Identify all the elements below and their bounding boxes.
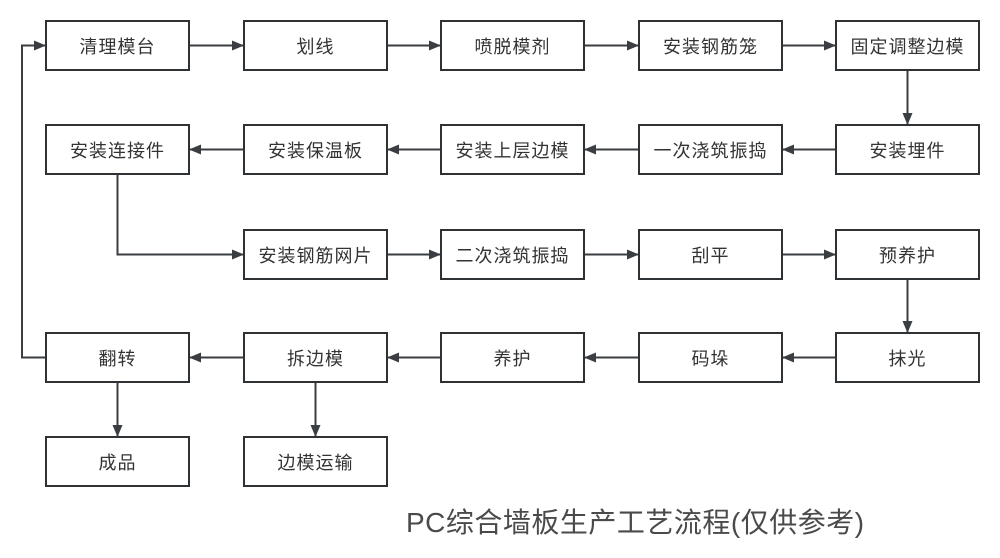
edge-install-connectors-to-install-rebar-mesh [116, 175, 244, 260]
node-install-rebar-cage: 安装钢筋笼 [638, 20, 783, 71]
node-first-pour-vibrate: 一次浇筑振捣 [638, 124, 783, 175]
node-install-embedded-parts: 安装埋件 [835, 124, 980, 175]
node-remove-side-mold: 拆边模 [243, 332, 388, 383]
node-install-connectors: 安装连接件 [45, 124, 190, 175]
node-install-insulation-board: 安装保温板 [243, 124, 388, 175]
node-spray-release-agent: 喷脱模剂 [440, 20, 585, 71]
node-pre-curing: 预养护 [835, 229, 980, 280]
node-marking: 划线 [243, 20, 388, 71]
node-install-upper-side-mold: 安装上层边模 [440, 124, 585, 175]
node-clean-mold-table: 清理模台 [45, 20, 190, 71]
node-screed: 刮平 [638, 229, 783, 280]
diagram-title: PC综合墙板生产工艺流程(仅供参考) [406, 507, 865, 538]
node-fix-adjust-side-mold: 固定调整边模 [835, 20, 980, 71]
node-stacking: 码垛 [638, 332, 783, 383]
edge-flip-to-clean-mold-table [21, 40, 46, 359]
node-second-pour-vibrate: 二次浇筑振捣 [440, 229, 585, 280]
node-flip: 翻转 [45, 332, 190, 383]
node-side-mold-transport: 边模运输 [243, 436, 388, 487]
node-curing: 养护 [440, 332, 585, 383]
node-finished-product: 成品 [45, 436, 190, 487]
node-troweling: 抹光 [835, 332, 980, 383]
node-install-rebar-mesh: 安装钢筋网片 [243, 229, 388, 280]
